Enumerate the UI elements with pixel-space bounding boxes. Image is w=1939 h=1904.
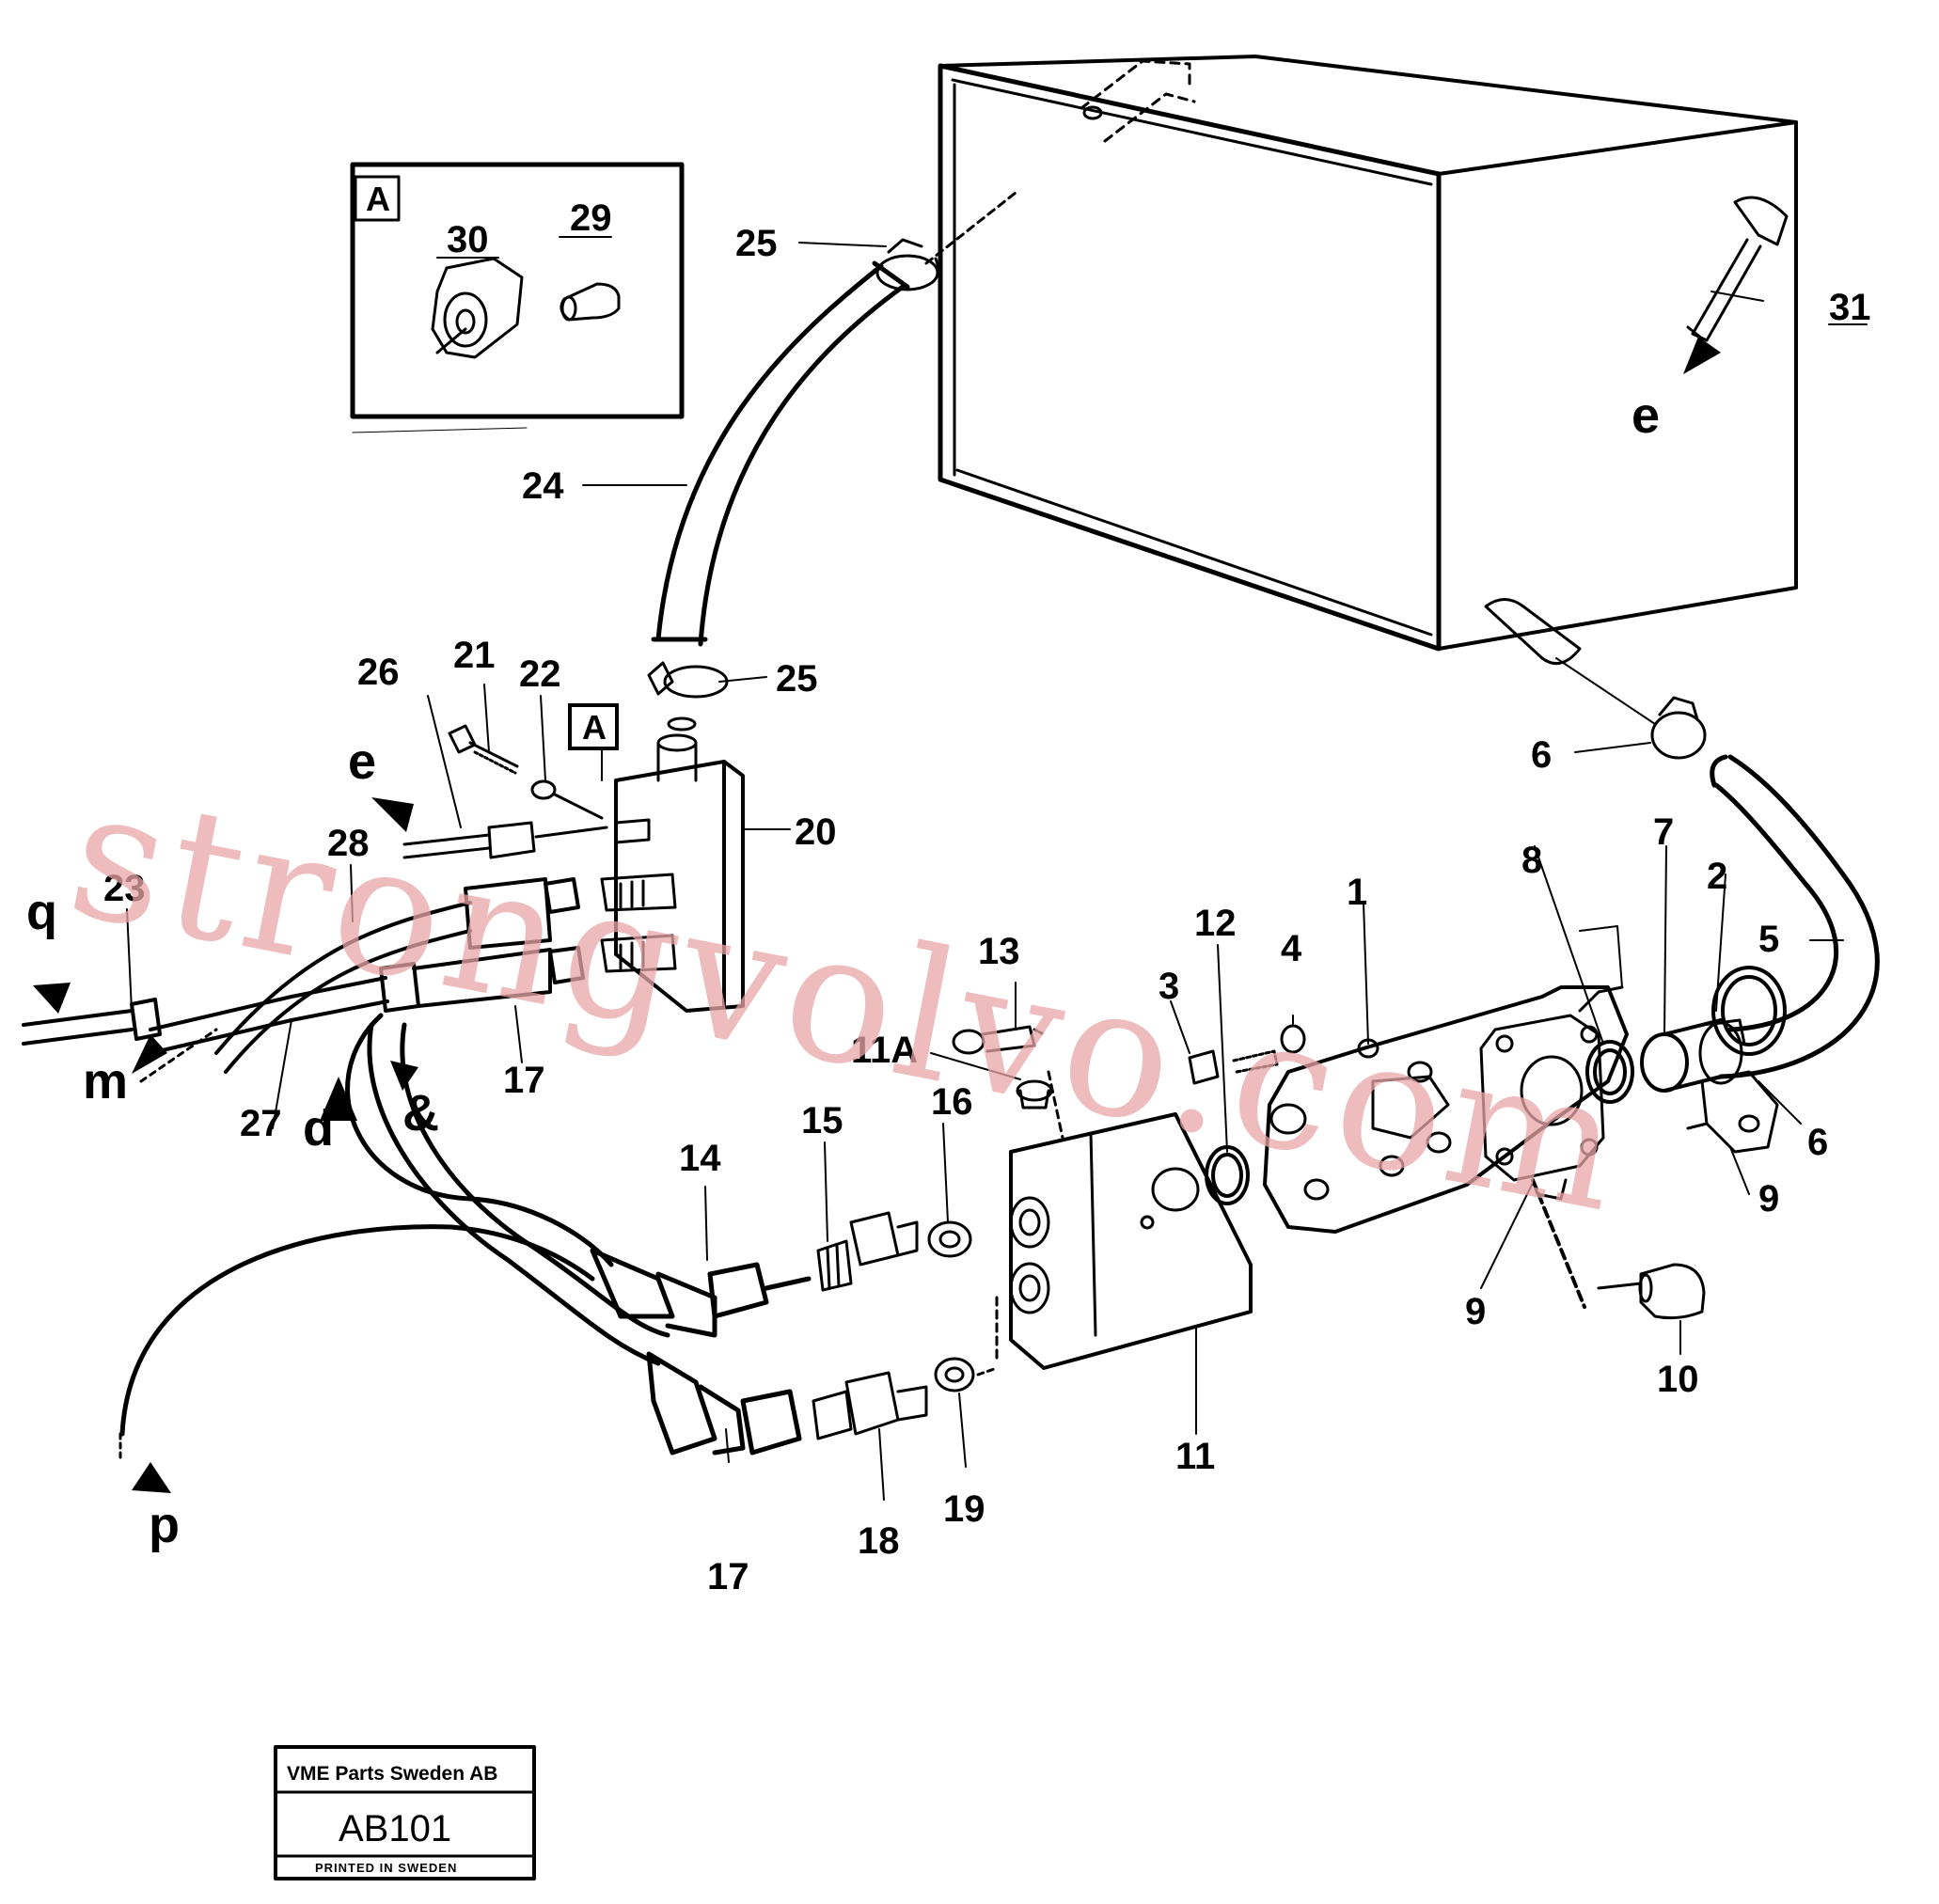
pipe-23 [22, 998, 162, 1046]
adapter-15 [816, 1211, 919, 1292]
callout-12: 12 [1194, 903, 1237, 944]
pipe-26 [402, 821, 608, 859]
return-hose-24 [651, 260, 910, 647]
pump-flange [1479, 1014, 1605, 1201]
reference-box-frame [568, 703, 619, 750]
stamp-code: AB101 [339, 1808, 451, 1849]
callout-27: 27 [240, 1103, 282, 1144]
detail-box-a [350, 162, 685, 419]
o-ring-8 [1585, 1040, 1634, 1104]
callout-16: 16 [931, 1081, 973, 1123]
breather-pipe [1686, 196, 1789, 342]
callout-7: 7 [1653, 811, 1674, 853]
flow-arrow-amp [390, 1061, 418, 1091]
reference-box-label: A [582, 708, 607, 747]
callout-23: 23 [103, 868, 146, 909]
bolt-10 [1597, 1263, 1706, 1320]
bracket-9 [1686, 1070, 1779, 1154]
washer-16 [927, 1220, 972, 1258]
valve-block-fittings [600, 818, 677, 973]
flow-arrow-m [132, 1034, 167, 1074]
callout-6-upper: 6 [1531, 734, 1552, 776]
callout-18: 18 [858, 1520, 900, 1562]
callout-21: 21 [453, 635, 496, 676]
callout-11a: 11A [851, 1030, 918, 1071]
adapter-18 [812, 1371, 928, 1440]
callout-9-right: 9 [1758, 1178, 1779, 1220]
hydraulic-tank [938, 55, 1798, 666]
bolt-13 [952, 1025, 1046, 1055]
callout-15: 15 [801, 1100, 843, 1141]
callout-4: 4 [1281, 928, 1302, 969]
callout-30: 30 [447, 219, 489, 260]
callout-31: 31 [1829, 287, 1871, 328]
flow-arrow-e-left [371, 797, 414, 832]
hose-clamp-upper [875, 191, 1017, 291]
callout-28: 28 [327, 823, 370, 864]
callout-2: 2 [1707, 856, 1727, 897]
nut-30 [431, 257, 524, 359]
callout-19: 19 [943, 1488, 985, 1530]
callout-13: 13 [978, 931, 1020, 972]
gasket-2 [1711, 966, 1787, 1056]
bolt-21 [448, 724, 519, 775]
callout-22: 22 [519, 653, 561, 695]
callout-1: 1 [1347, 872, 1367, 913]
flow-marker-q: q [26, 884, 57, 940]
flow-marker-e-left: e [348, 733, 376, 790]
callout-29: 29 [570, 197, 612, 239]
callout-17-upper: 17 [503, 1060, 545, 1101]
hose-clamp-6-upper [1555, 657, 1707, 760]
hose-28 [214, 877, 580, 1074]
callout-9-lower: 9 [1465, 1291, 1486, 1332]
flow-marker-m: m [83, 1053, 128, 1109]
watermark: strongvolvo.com [55, 748, 1642, 1253]
plug-11a [1016, 1079, 1053, 1109]
bolt-3 [1188, 1049, 1279, 1085]
leader-lines [126, 236, 1868, 1501]
washer-19 [934, 1357, 975, 1393]
flow-arrow-p [132, 1462, 171, 1493]
callout-17-lower: 17 [707, 1556, 749, 1597]
callout-3: 3 [1159, 966, 1179, 1007]
washer-22 [530, 779, 604, 820]
callout-25-upper: 25 [735, 223, 778, 264]
flow-marker-e-right: e [1632, 387, 1660, 444]
flow-line-m [139, 1028, 218, 1083]
detail-box-label: A [366, 180, 390, 218]
valve-block-20 [614, 733, 745, 1013]
callout-5: 5 [1758, 919, 1779, 960]
callout-10: 10 [1657, 1359, 1699, 1400]
callout-24: 24 [522, 465, 564, 507]
suction-hose-5 [1710, 754, 1880, 1079]
valve-block-11 [995, 1070, 1253, 1370]
sleeve-29 [560, 282, 621, 322]
flow-arrow-d [320, 1077, 357, 1121]
stamp-company: VME Parts Sweden AB [287, 1763, 497, 1785]
callout-14: 14 [679, 1138, 721, 1179]
flow-arrow-q [33, 983, 71, 1014]
callout-8: 8 [1521, 840, 1542, 881]
callout-11: 11 [1175, 1436, 1215, 1477]
stamp-printed: PRINTED IN SWEDEN [315, 1861, 457, 1875]
callout-6-lower: 6 [1807, 1122, 1828, 1163]
hose-17 [367, 1022, 802, 1456]
callout-26: 26 [357, 652, 400, 693]
flow-marker-p: p [149, 1497, 180, 1553]
stamp-box [274, 1745, 536, 1880]
flow-marker-amp: & [402, 1085, 439, 1141]
flow-arrow-e-right [1683, 337, 1721, 374]
hose-clamp-lower [647, 661, 729, 732]
hydraulic-pump-1 [1263, 925, 1629, 1234]
flow-marker-d: d [303, 1100, 334, 1157]
callout-25-lower: 25 [776, 658, 818, 700]
callout-20: 20 [795, 811, 837, 853]
